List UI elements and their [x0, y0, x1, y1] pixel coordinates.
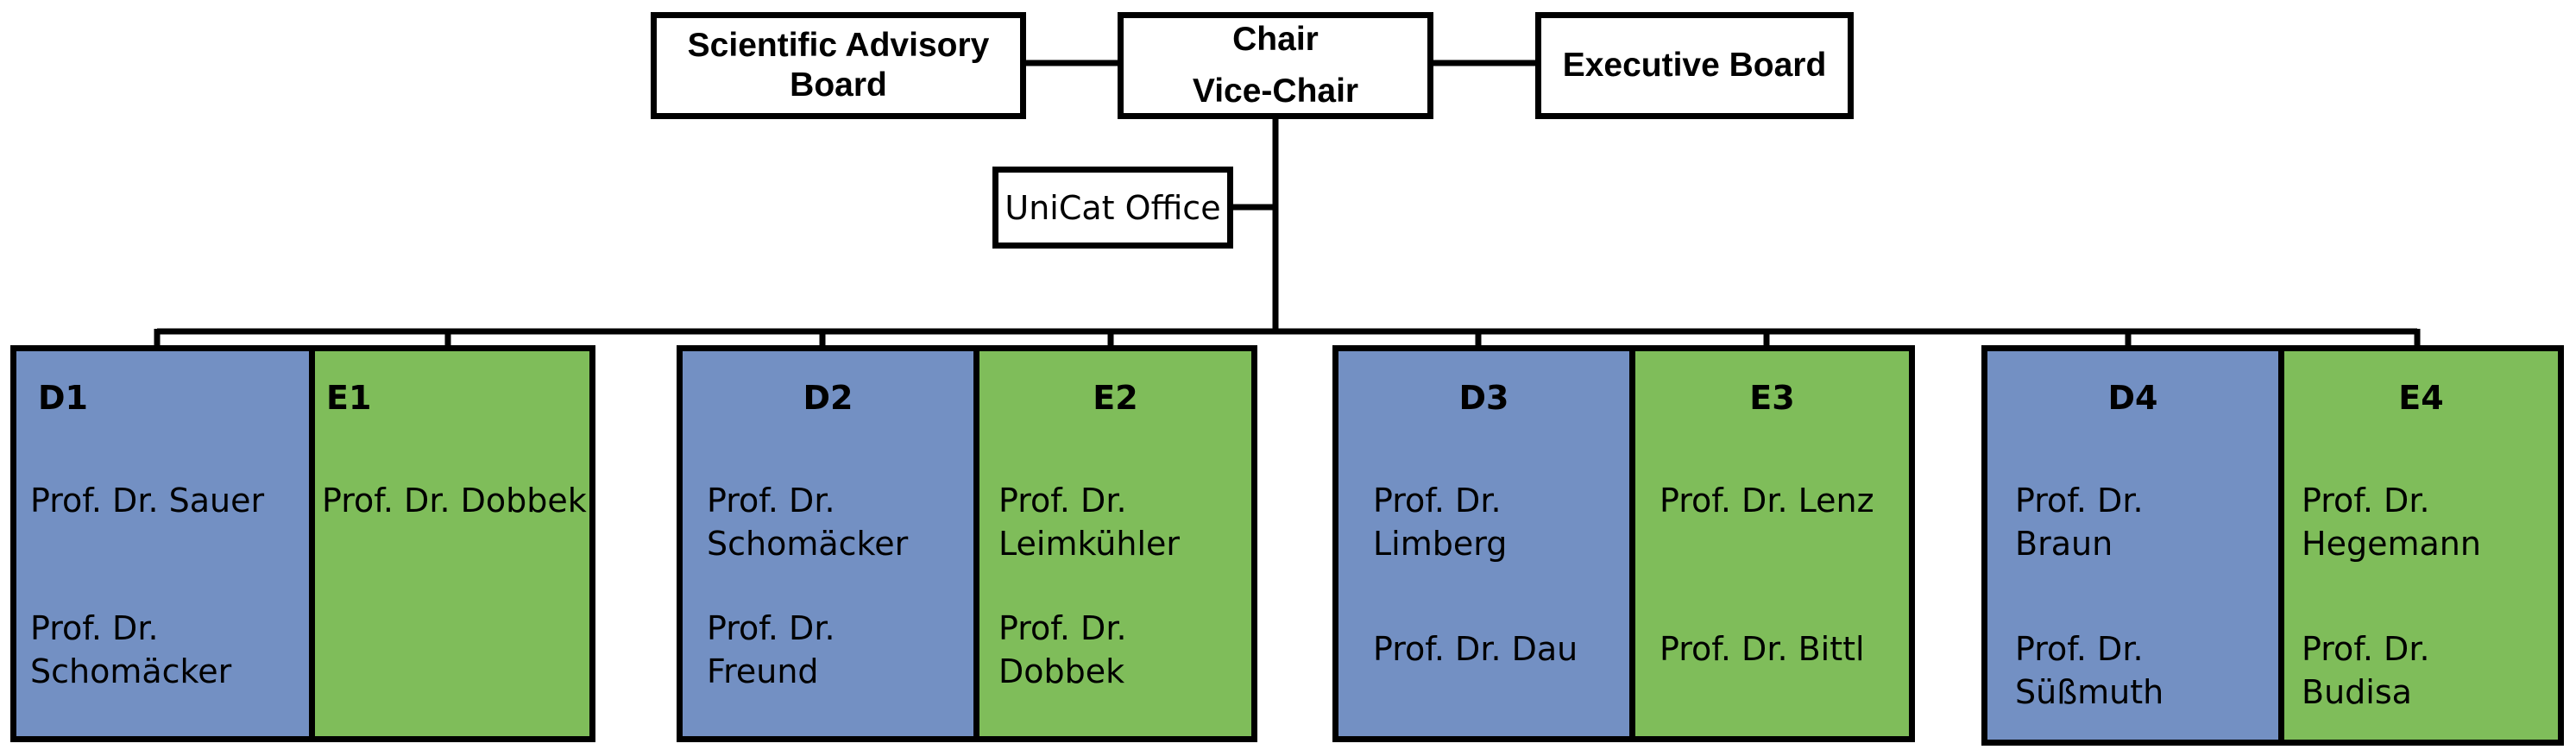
- group-code-e2: E2: [1093, 379, 1138, 417]
- group-code-e4: E4: [2398, 379, 2444, 417]
- person-e3-1: Prof. Dr. Lenz: [1660, 479, 1904, 522]
- person-d3-1-line-1: Prof. Dr.: [1373, 482, 1502, 520]
- unit-2: D2 Prof. Dr. Schomäcker Prof. Dr. Freund…: [677, 345, 1257, 742]
- person-d1-1: Prof. Dr. Sauer: [30, 479, 304, 522]
- department-code-d1: D1: [38, 379, 88, 417]
- person-d3-2: Prof. Dr. Dau: [1373, 627, 1624, 671]
- scientific-advisory-board-box: Scientific Advisory Board: [651, 12, 1026, 119]
- person-e4-1: Prof. Dr. Hegemann: [2302, 479, 2553, 565]
- unicat-office-label: UniCat Office: [1005, 188, 1221, 227]
- person-e3-1-line-1: Prof. Dr. Lenz: [1660, 482, 1874, 520]
- person-d1-1-line-1: Prof. Dr. Sauer: [30, 482, 265, 520]
- person-d4-2: Prof. Dr. Süßmuth: [2015, 627, 2273, 714]
- group-panel-e1: E1 Prof. Dr. Dobbek: [309, 351, 589, 736]
- department-panel-d2: D2 Prof. Dr. Schomäcker Prof. Dr. Freund: [683, 351, 973, 736]
- unit-3: D3 Prof. Dr. Limberg Prof. Dr. Dau E3 Pr…: [1332, 345, 1915, 742]
- chair-box: Chair Vice-Chair: [1118, 12, 1433, 119]
- person-e2-1-line-1: Prof. Dr.: [998, 482, 1127, 520]
- department-panel-d3: D3 Prof. Dr. Limberg Prof. Dr. Dau: [1338, 351, 1629, 736]
- person-d4-1-line-1: Prof. Dr.: [2015, 482, 2144, 520]
- group-panel-e4: E4 Prof. Dr. Hegemann Prof. Dr. Budisa: [2278, 351, 2558, 740]
- chair-label: Chair: [1232, 21, 1319, 58]
- person-d4-1: Prof. Dr. Braun: [2015, 479, 2273, 565]
- department-code-d2: D2: [803, 379, 853, 417]
- advisory-line-1: Scientific Advisory: [687, 26, 990, 64]
- person-e4-2: Prof. Dr. Budisa: [2302, 627, 2553, 714]
- person-e2-2: Prof. Dr. Dobbek: [998, 607, 1246, 693]
- unit-1: D1 Prof. Dr. Sauer Prof. Dr. Schomäcker …: [10, 345, 595, 742]
- person-d3-2-line-1: Prof. Dr. Dau: [1373, 630, 1578, 668]
- person-d4-2-line-1: Prof. Dr.: [2015, 630, 2144, 668]
- person-d2-1-line-2: Schomäcker: [707, 525, 909, 563]
- person-d3-1-line-2: Limberg: [1373, 525, 1508, 563]
- person-d1-2: Prof. Dr. Schomäcker: [30, 607, 304, 693]
- department-code-d3: D3: [1458, 379, 1509, 417]
- person-d3-1: Prof. Dr. Limberg: [1373, 479, 1624, 565]
- executive-board-box: Executive Board: [1535, 12, 1854, 119]
- person-e2-2-line-2: Dobbek: [998, 652, 1125, 690]
- person-d4-1-line-2: Braun: [2015, 525, 2113, 563]
- group-panel-e3: E3 Prof. Dr. Lenz Prof. Dr. Bittl: [1629, 351, 1909, 736]
- person-e3-2-line-1: Prof. Dr. Bittl: [1660, 630, 1865, 668]
- person-e4-1-line-1: Prof. Dr.: [2302, 482, 2430, 520]
- group-code-e3: E3: [1749, 379, 1795, 417]
- advisory-line-2: Board: [790, 66, 887, 104]
- department-code-d4: D4: [2107, 379, 2158, 417]
- person-e2-1-line-2: Leimkühler: [998, 525, 1181, 563]
- person-d2-1: Prof. Dr. Schomäcker: [707, 479, 968, 565]
- person-d4-2-line-2: Süßmuth: [2015, 673, 2164, 711]
- executive-board-label: Executive Board: [1562, 46, 1827, 84]
- person-d2-2-line-1: Prof. Dr.: [707, 609, 835, 647]
- person-e3-2: Prof. Dr. Bittl: [1660, 627, 1904, 671]
- department-panel-d4: D4 Prof. Dr. Braun Prof. Dr. Süßmuth: [1987, 351, 2278, 740]
- person-e1-1: Prof. Dr. Dobbek: [322, 479, 588, 522]
- vice-chair-label: Vice-Chair: [1192, 72, 1359, 110]
- group-panel-e2: E2 Prof. Dr. Leimkühler Prof. Dr. Dobbek: [973, 351, 1251, 736]
- person-e4-2-line-2: Budisa: [2302, 673, 2412, 711]
- person-e4-1-line-2: Hegemann: [2302, 525, 2481, 563]
- person-d1-2-line-1: Prof. Dr.: [30, 609, 159, 647]
- person-e2-1: Prof. Dr. Leimkühler: [998, 479, 1246, 565]
- person-d2-2: Prof. Dr. Freund: [707, 607, 968, 693]
- person-d2-1-line-1: Prof. Dr.: [707, 482, 835, 520]
- person-d2-2-line-2: Freund: [707, 652, 819, 690]
- department-panel-d1: D1 Prof. Dr. Sauer Prof. Dr. Schomäcker: [16, 351, 309, 736]
- person-e2-2-line-1: Prof. Dr.: [998, 609, 1127, 647]
- person-e1-1-line-1: Prof. Dr. Dobbek: [322, 482, 587, 520]
- unit-4: D4 Prof. Dr. Braun Prof. Dr. Süßmuth E4 …: [1981, 345, 2564, 746]
- person-d1-2-line-2: Schomäcker: [30, 652, 232, 690]
- unicat-office-box: UniCat Office: [992, 167, 1233, 249]
- group-code-e1: E1: [326, 379, 372, 417]
- person-e4-2-line-1: Prof. Dr.: [2302, 630, 2430, 668]
